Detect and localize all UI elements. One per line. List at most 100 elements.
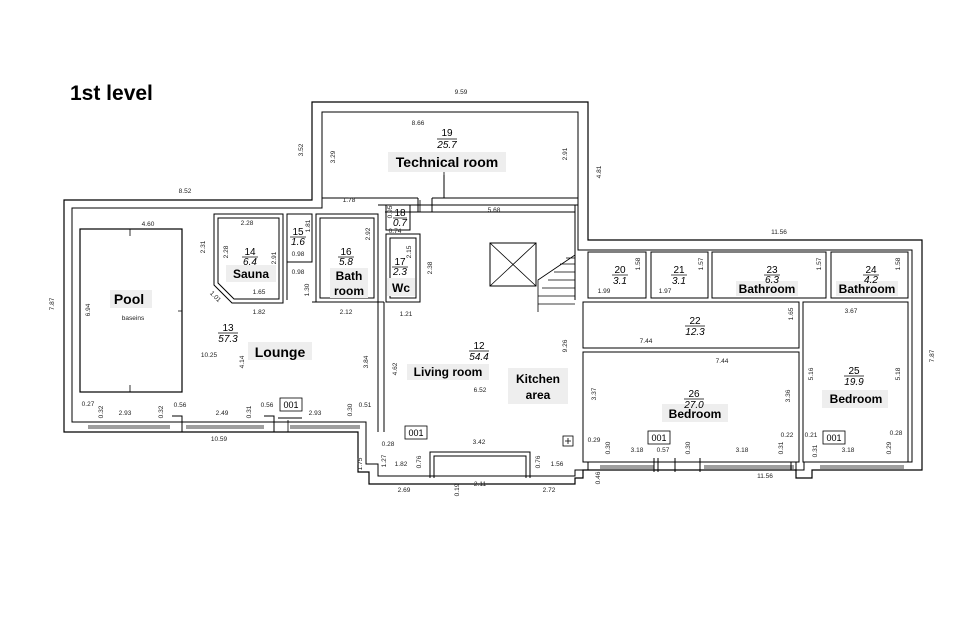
dim-label: 1.57 <box>816 257 823 270</box>
room-14-name: Sauna <box>233 267 269 281</box>
dim-label: 1.56 <box>551 461 564 468</box>
dim-label: 7.44 <box>640 338 653 345</box>
room-22-wall <box>582 301 800 349</box>
room-16-name-line2: room <box>334 284 364 298</box>
room-14-area: 6.4 <box>243 257 257 268</box>
room-22-number: 22 <box>689 316 701 327</box>
window-tag-living: 001 <box>408 428 423 438</box>
dim-label: 7.87 <box>49 297 56 310</box>
room-17-name: Wc <box>392 281 410 295</box>
room-22-area: 12.3 <box>685 327 705 338</box>
dim-label: 1.27 <box>381 454 388 467</box>
outer-wall <box>63 101 923 485</box>
bay-window <box>429 451 531 478</box>
dim-label: 10.59 <box>211 436 228 443</box>
room-18-area: 0.7 <box>393 218 407 229</box>
room-12-area: 54.4 <box>469 352 489 363</box>
dim-label: 5.68 <box>488 207 501 214</box>
room-23-area: 6.3 <box>765 275 779 286</box>
pool-outline <box>79 228 183 393</box>
dim-label: 0.56 <box>261 402 274 409</box>
dim-label: 0.29 <box>588 437 601 444</box>
dim-label: 2.11 <box>474 481 487 488</box>
dim-label: 9.59 <box>455 89 468 96</box>
dim-label: 0.29 <box>886 441 893 454</box>
window-tag-bedroom-26: 001 <box>651 433 666 443</box>
room-12-number: 12 <box>473 341 485 352</box>
dim-label: 0.76 <box>535 455 542 468</box>
dim-label: 0.95 <box>387 205 394 218</box>
dim-label: 9.26 <box>562 339 569 352</box>
room-20-wall <box>587 251 647 299</box>
room-13-name: Lounge <box>255 344 306 360</box>
room-19-area: 25.7 <box>436 140 457 151</box>
room-23-wall <box>711 251 827 299</box>
dim-label: 2.38 <box>427 261 434 274</box>
room-24-name: Bathroom <box>839 282 896 296</box>
dim-label: 7.44 <box>716 358 729 365</box>
window-tags: 001 001 001 001 <box>279 397 846 445</box>
hall-top-wall <box>378 204 578 300</box>
dim-label: 7.87 <box>929 349 936 362</box>
dim-label: 1.82 <box>253 309 266 316</box>
shaft-cross <box>489 242 537 287</box>
dim-label: 0.32 <box>158 405 165 418</box>
dim-label: 2.72 <box>543 487 556 494</box>
room-13-area: 57.3 <box>218 334 238 345</box>
dim-label: 0.98 <box>292 251 305 258</box>
room-24-number: 24 <box>865 265 877 276</box>
room-16-number: 16 <box>340 247 352 258</box>
room-24-wall <box>830 251 909 299</box>
dim-label: 1.99 <box>598 288 611 295</box>
dim-label: 3.52 <box>298 143 305 156</box>
room-24-area: 4.2 <box>864 275 878 286</box>
dim-label: 1.58 <box>635 257 642 270</box>
room-15-number: 15 <box>292 227 304 238</box>
room-25-area: 19.9 <box>844 377 864 388</box>
dim-label: 1.65 <box>253 289 266 296</box>
room-26-area: 27.0 <box>683 400 704 411</box>
dim-label: 1.97 <box>659 288 672 295</box>
dim-label: 4.60 <box>142 221 155 228</box>
dim-label: 0.32 <box>98 405 105 418</box>
room-name-highlights <box>110 152 898 422</box>
dimension-labels: 9.59 8.66 3.52 3.29 2.91 4.81 8.52 1.78 … <box>49 89 936 496</box>
dim-label: 1.57 <box>698 257 705 270</box>
window-marks <box>88 425 904 469</box>
dim-label: 8.52 <box>179 188 192 195</box>
room-17-number: 17 <box>394 257 406 268</box>
room-26-number: 26 <box>688 389 700 400</box>
dim-label: 1.82 <box>395 461 408 468</box>
room-25-wall <box>802 301 909 463</box>
dim-label: 0.19 <box>454 483 461 496</box>
shaft <box>489 242 537 287</box>
dim-label: 3.84 <box>363 355 370 368</box>
room-18-number: 18 <box>394 208 406 219</box>
dim-label: 2.91 <box>562 147 569 160</box>
dim-label: 0.30 <box>347 403 354 416</box>
dim-label: 3.37 <box>591 387 598 400</box>
dim-label: 0.30 <box>685 441 692 454</box>
room-26-name: Bedroom <box>669 407 722 421</box>
dim-label: 0.31 <box>812 444 819 457</box>
level-title: 1st level <box>70 82 153 105</box>
electric-box-plus <box>565 438 571 444</box>
room-25-number: 25 <box>848 366 860 377</box>
dim-label: 1.58 <box>895 257 902 270</box>
dim-label: 1.65 <box>788 307 795 320</box>
dim-label: 6.52 <box>474 387 487 394</box>
room-13-number: 13 <box>222 323 234 334</box>
room-21-area: 3.1 <box>672 276 686 287</box>
dim-label: 0.56 <box>174 402 187 409</box>
lounge-living-divider <box>312 301 385 432</box>
dim-label: 2.91 <box>271 251 278 264</box>
room-14-number: 14 <box>244 247 256 258</box>
dim-label: 3.29 <box>330 150 337 163</box>
room-23-name: Bathroom <box>739 282 796 296</box>
room-19-number: 19 <box>441 128 453 139</box>
dim-label: 0.98 <box>292 269 305 276</box>
room-15-wall <box>286 213 313 300</box>
pool-name: Pool <box>114 291 144 307</box>
room-23-number: 23 <box>766 265 778 276</box>
